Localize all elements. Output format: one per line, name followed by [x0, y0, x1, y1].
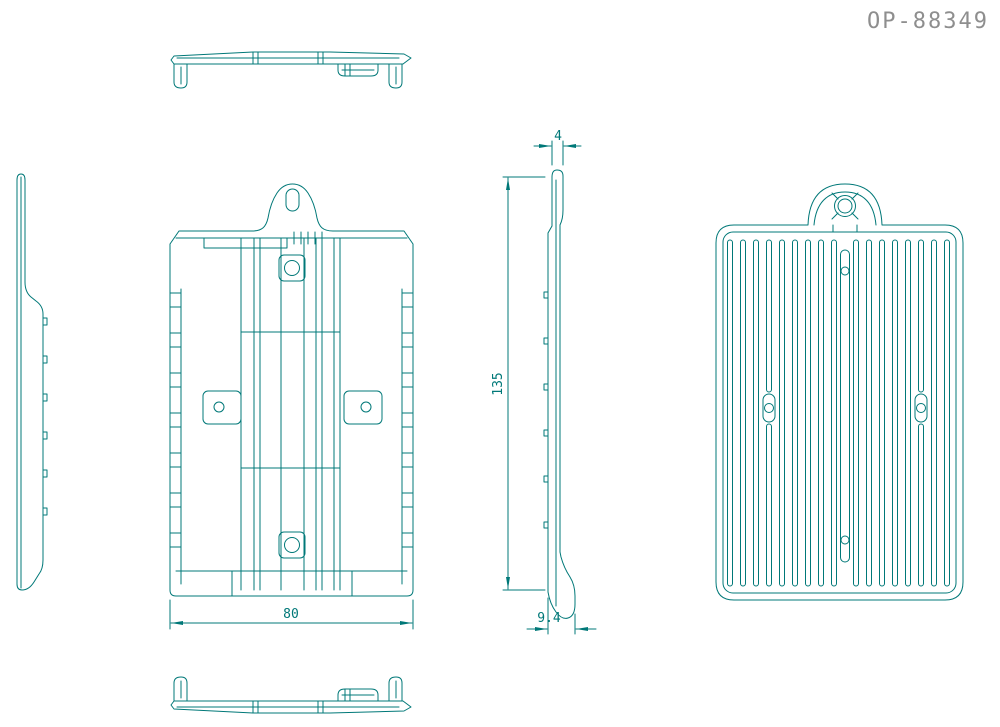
bottom-left-hook [173, 676, 188, 702]
rib-slot [866, 239, 872, 587]
rib-slot [918, 423, 924, 587]
dim-width-value: 80 [283, 607, 299, 622]
rib-slot [879, 239, 885, 587]
bottom-outline [170, 700, 412, 714]
front-side-plate-right [343, 390, 383, 425]
front-boss-bottom-pad [278, 531, 306, 559]
front-boss-top [278, 254, 306, 282]
top-segment-ticks [252, 51, 324, 65]
front-boss-top-pad [278, 254, 306, 282]
rib-slot [792, 239, 798, 587]
rib-slot [740, 239, 746, 587]
top-clip [337, 63, 379, 77]
rib-slot [779, 239, 785, 587]
rib-slot [853, 239, 859, 587]
dim-tab-value: 4 [554, 129, 562, 144]
part-number: OP-88349 [867, 9, 989, 34]
front-side-plate-left-pad [202, 390, 242, 425]
front-cross-lines [240, 331, 341, 469]
side-view [543, 169, 576, 619]
rear-view [715, 183, 964, 601]
rib-slot [892, 239, 898, 587]
dim-depth-value: 9.4 [537, 611, 561, 626]
rear-center-channel [840, 249, 850, 563]
rear-rib-slots [727, 239, 950, 587]
rear-tab-inner-arc [813, 191, 877, 226]
rear-screw-slot-left [762, 393, 776, 423]
rear-screw-hole-right-circle [916, 403, 926, 413]
rear-center-hole-bottom [840, 535, 850, 545]
side-body [547, 224, 576, 619]
front-right-edge-ticks [401, 292, 414, 548]
rear-outline [715, 183, 964, 601]
dim-depth-extension-lines [547, 597, 576, 635]
rear-center-slot [840, 249, 850, 563]
front-side-plate-left-hole [213, 401, 225, 413]
side-tab [551, 169, 564, 227]
rib-slot [818, 239, 824, 587]
left-view-rib-ticks [42, 317, 48, 516]
top-view [170, 51, 412, 89]
dim-tab-extension-lines [551, 140, 564, 166]
top-outline [170, 51, 412, 65]
rib-slot [766, 239, 772, 393]
side-rib-hooks [543, 291, 549, 529]
front-top-details [175, 231, 408, 249]
rib-slot [727, 239, 733, 587]
rib-slot [931, 239, 937, 587]
front-boss-top-hole [284, 260, 300, 276]
rear-tab-hole [837, 198, 853, 214]
rib-slot [753, 239, 759, 587]
dim-height-extension-lines [502, 176, 546, 591]
front-bottom-details [175, 570, 408, 597]
front-tab-hole [285, 188, 300, 212]
dim-width: 80 [169, 599, 414, 630]
front-side-plate-left [202, 390, 242, 425]
front-side-plate-right-pad [343, 390, 383, 425]
top-left-hook [173, 63, 188, 89]
dim-width-extension-lines [169, 599, 414, 630]
rear-screw-hole-left-circle [764, 403, 774, 413]
left-side-view [16, 173, 48, 591]
rib-slot [766, 423, 772, 587]
left-view-outline [16, 173, 44, 591]
front-boss-bottom [278, 531, 306, 559]
front-left-edge-ticks [169, 292, 182, 548]
rear-screw-hole-left [762, 393, 776, 423]
bottom-view [170, 676, 412, 714]
rear-center-hole-top [840, 266, 850, 276]
rib-slot [918, 239, 924, 393]
top-right-hook [388, 63, 403, 89]
rear-tab-hole-outer [834, 195, 856, 217]
bottom-right-hook [388, 676, 403, 702]
front-view [169, 183, 414, 597]
dim-height-value: 135 [491, 372, 506, 395]
rear-tab-gussets [831, 192, 859, 233]
bottom-clip [337, 688, 379, 702]
dim-tab-thickness: 4 [533, 129, 582, 166]
rib-slot [905, 239, 911, 587]
bottom-segment-ticks [252, 700, 324, 714]
front-outline [169, 183, 414, 597]
rib-slot [831, 239, 837, 587]
dim-height: 135 [491, 176, 546, 591]
rear-screw-slot-right [914, 393, 928, 423]
front-boss-bottom-hole [284, 537, 300, 553]
rib-slot [944, 239, 950, 587]
rib-slot [805, 239, 811, 587]
dim-base-depth: 9.4 [526, 597, 597, 635]
front-edge-inner-lines [180, 288, 403, 585]
front-side-plate-right-hole [360, 401, 372, 413]
rear-screw-hole-right [914, 393, 928, 423]
rear-inner-outline [722, 231, 957, 594]
